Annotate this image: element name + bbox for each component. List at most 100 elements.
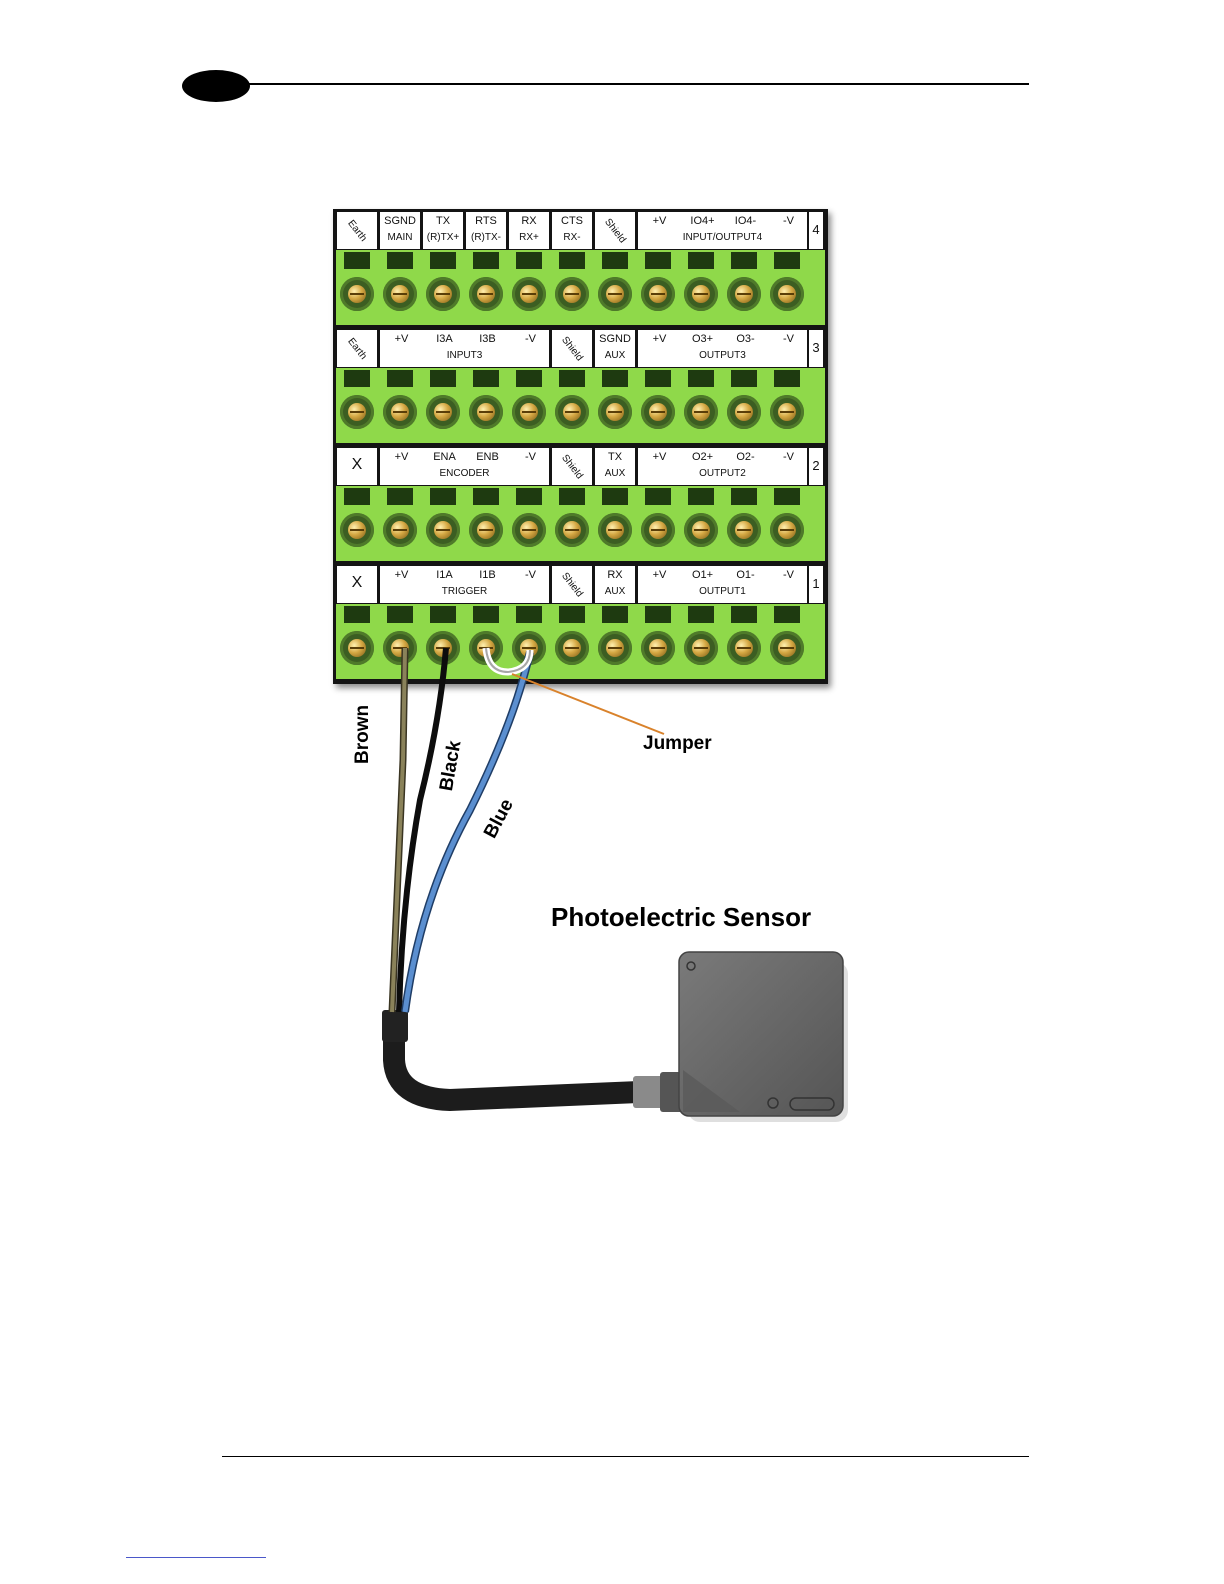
terminal-wire-slot: [559, 370, 585, 387]
group-pin-label: I1A: [436, 569, 453, 581]
terminal-screw[interactable]: [606, 639, 624, 657]
terminal-wire-slot: [516, 252, 542, 269]
group-pin-label: O1+: [691, 569, 714, 581]
terminal-wire-slot: [645, 370, 671, 387]
terminal-screw[interactable]: [391, 285, 409, 303]
terminal-screw[interactable]: [778, 521, 796, 539]
terminal-screw[interactable]: [606, 521, 624, 539]
terminal-wire-slot: [344, 488, 370, 505]
terminal-screw-hole: [555, 513, 589, 547]
row-number-text: 4: [812, 222, 820, 237]
terminal-label-top: RX: [607, 569, 623, 581]
group-pin-label: +V: [652, 451, 667, 463]
row-number-text: 2: [812, 458, 820, 473]
terminal-screw[interactable]: [778, 639, 796, 657]
terminal-label-bottom: RX+: [519, 232, 539, 243]
terminal-screw[interactable]: [735, 403, 753, 421]
terminal-screw-hole: [426, 395, 460, 429]
terminal-strip: [336, 250, 825, 325]
terminal-screw[interactable]: [649, 403, 667, 421]
terminal-screw-hole: [598, 277, 632, 311]
terminal-wire-slot: [516, 370, 542, 387]
terminal-screw-hole: [340, 395, 374, 429]
terminal-screw-hole: [598, 631, 632, 665]
terminal-screw[interactable]: [692, 639, 710, 657]
terminal-label-cell: Earth: [337, 330, 377, 367]
terminal-screw[interactable]: [649, 639, 667, 657]
terminal-wire-slot: [387, 370, 413, 387]
terminal-label-cell: Shield: [595, 212, 635, 249]
row-number: 1: [809, 566, 823, 603]
terminal-screw[interactable]: [735, 521, 753, 539]
terminal-screw[interactable]: [434, 285, 452, 303]
terminal-screw[interactable]: [520, 285, 538, 303]
group-pin-label: O2+: [691, 451, 714, 463]
terminal-label-cell: Earth: [337, 212, 377, 249]
terminal-screw[interactable]: [348, 403, 366, 421]
terminal-screw[interactable]: [606, 285, 624, 303]
terminal-screw[interactable]: [692, 285, 710, 303]
terminal-screw[interactable]: [649, 521, 667, 539]
terminal-screw[interactable]: [348, 521, 366, 539]
terminal-screw[interactable]: [391, 521, 409, 539]
terminal-wire-slot: [774, 488, 800, 505]
group-pin-label: IO4-: [734, 215, 757, 227]
terminal-screw[interactable]: [477, 521, 495, 539]
terminal-label-top: SGND: [599, 333, 631, 345]
sensor-cable: [383, 1020, 641, 1112]
footer-link-underline[interactable]: [126, 1557, 266, 1558]
terminal-screw[interactable]: [649, 285, 667, 303]
terminal-strip: [336, 368, 825, 443]
terminal-screw[interactable]: [477, 285, 495, 303]
terminal-screw-hole: [512, 513, 546, 547]
terminal-wire-slot: [602, 488, 628, 505]
terminal-screw-hole: [340, 513, 374, 547]
group-pin-label: +V: [652, 569, 667, 581]
footer-rule: [222, 1456, 1029, 1457]
terminal-screw-hole: [684, 395, 718, 429]
terminal-screw[interactable]: [477, 403, 495, 421]
terminal-screw[interactable]: [778, 285, 796, 303]
terminal-screw[interactable]: [348, 639, 366, 657]
terminal-screw[interactable]: [520, 639, 538, 657]
terminal-screw-hole: [555, 631, 589, 665]
terminal-wire-slot: [731, 370, 757, 387]
terminal-label-bottom: (R)TX-: [471, 232, 501, 243]
terminal-screw[interactable]: [434, 521, 452, 539]
terminal-screw-hole: [598, 395, 632, 429]
terminal-screw[interactable]: [692, 403, 710, 421]
terminal-screw[interactable]: [735, 639, 753, 657]
terminal-screw[interactable]: [606, 403, 624, 421]
terminal-screw[interactable]: [563, 521, 581, 539]
group-pin-label: ENA: [433, 451, 456, 463]
terminal-wire-slot: [688, 252, 714, 269]
brown-wire-label: Brown: [352, 704, 373, 764]
terminal-screw-hole: [727, 513, 761, 547]
terminal-screw[interactable]: [434, 403, 452, 421]
group-name: INPUT3: [446, 350, 483, 361]
terminal-screw[interactable]: [563, 285, 581, 303]
terminal-screw[interactable]: [391, 403, 409, 421]
terminal-label-cell: Shield: [552, 566, 592, 603]
black-wire: [396, 647, 449, 1013]
terminal-label-top: TX: [607, 451, 623, 463]
group-pin-label: I1B: [479, 569, 496, 581]
terminal-screw[interactable]: [520, 403, 538, 421]
terminal-screw[interactable]: [735, 285, 753, 303]
terminal-screw-hole: [727, 395, 761, 429]
group-pin-label: I3B: [479, 333, 496, 345]
terminal-screw[interactable]: [778, 403, 796, 421]
terminal-screw[interactable]: [520, 521, 538, 539]
terminal-label-x: X: [351, 456, 363, 473]
terminal-screw-hole: [770, 395, 804, 429]
terminal-screw[interactable]: [692, 521, 710, 539]
terminal-wire-slot: [645, 606, 671, 623]
terminal-screw[interactable]: [348, 285, 366, 303]
terminal-screw[interactable]: [563, 403, 581, 421]
terminal-screw[interactable]: [563, 639, 581, 657]
